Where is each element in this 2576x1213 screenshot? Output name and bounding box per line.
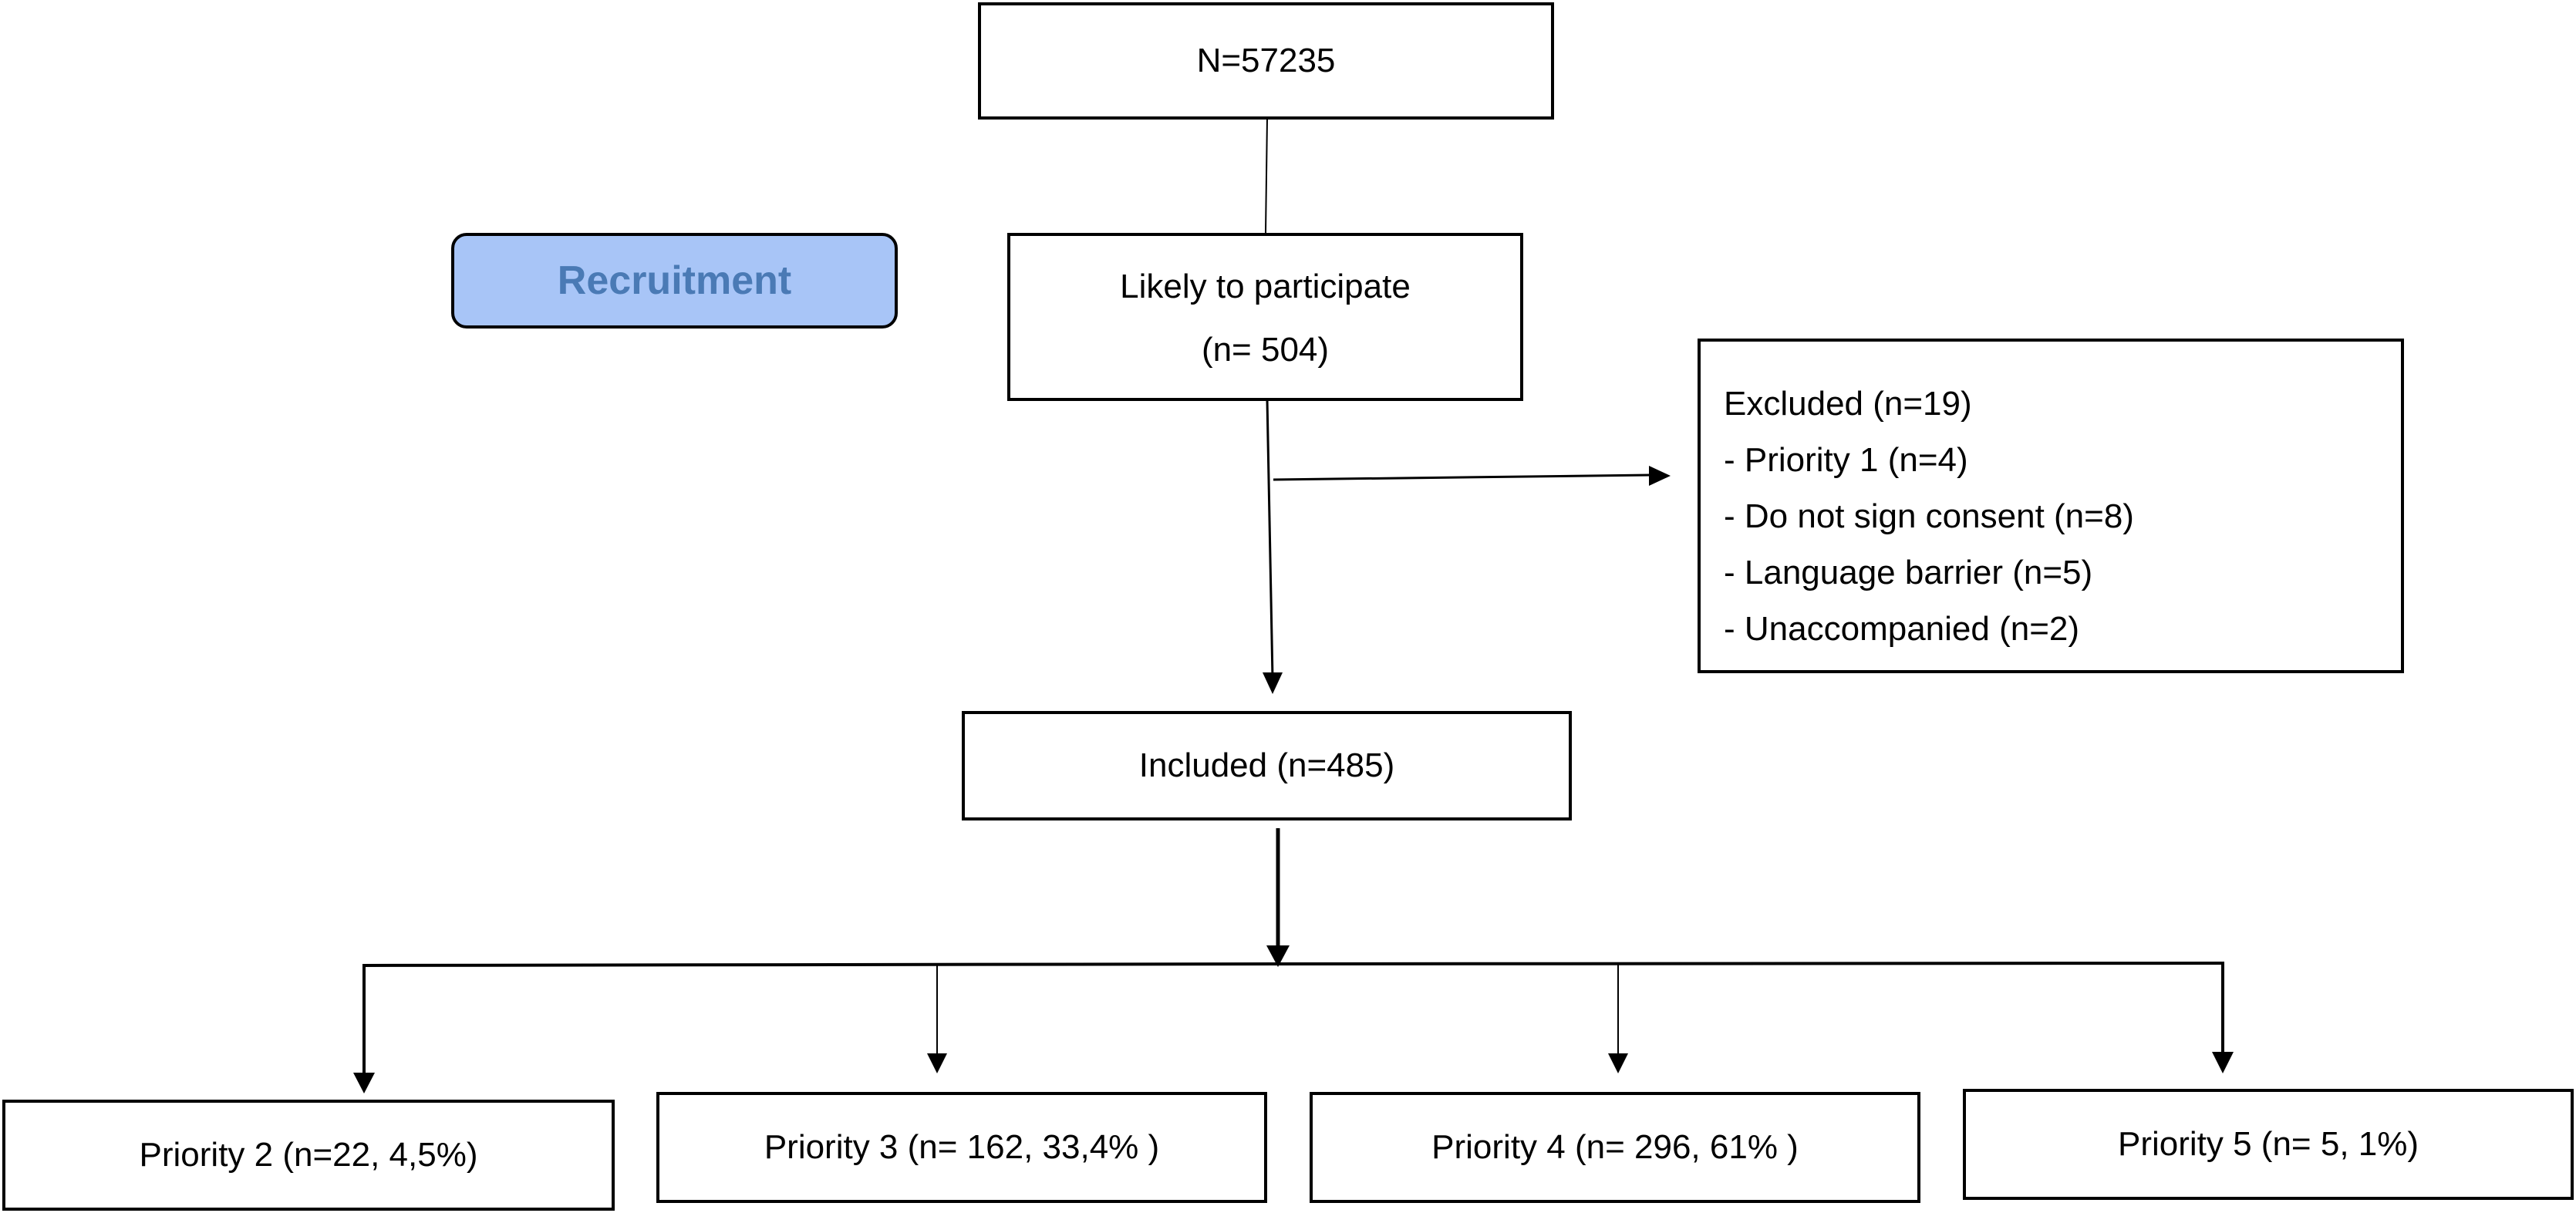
priority-4-box: Priority 4 (n= 296, 61% ) [1310,1092,1920,1203]
priority-2-box: Priority 2 (n=22, 4,5%) [2,1100,615,1211]
excluded-item: - Unaccompanied (n=2) [1724,610,2080,648]
likely-count: (n= 504) [1201,331,1330,369]
arrow-to-split [1266,945,1290,967]
arrow-to-included [1263,672,1283,694]
arrow-to-excluded [1649,466,1671,486]
connector-total-to-likely [1265,117,1268,234]
arrow-priority-4 [1608,1053,1628,1073]
connector-to-excluded [1273,473,1651,481]
excluded-item: - Priority 1 (n=4) [1724,441,1968,479]
included-box: Included (n=485) [962,711,1572,820]
total-box: N=57235 [978,2,1554,120]
priority-5-box: Priority 5 (n= 5, 1%) [1963,1089,2574,1200]
priority-3-box: Priority 3 (n= 162, 33,4% ) [656,1092,1267,1203]
included-label: Included (n=485) [1138,746,1395,784]
connector-likely-to-included [1266,399,1274,679]
arrow-priority-5 [2212,1052,2234,1073]
priority-5-label: Priority 5 (n= 5, 1%) [2117,1125,2419,1163]
priority-4-label: Priority 4 (n= 296, 61% ) [1431,1128,1799,1166]
priority-3-label: Priority 3 (n= 162, 33,4% ) [764,1128,1160,1166]
priority-2-label: Priority 2 (n=22, 4,5%) [139,1136,478,1174]
arrow-priority-3 [927,1053,947,1073]
total-label: N=57235 [1196,42,1336,79]
recruitment-label: Recruitment [557,258,792,303]
arrow-priority-2 [353,1073,375,1093]
excluded-item: - Do not sign consent (n=8) [1724,497,2134,535]
split-line-right [1276,962,2225,965]
excluded-box: Excluded (n=19) - Priority 1 (n=4) - Do … [1698,339,2404,673]
recruitment-label-box: Recruitment [451,233,898,329]
excluded-title: Excluded (n=19) [1724,385,1972,423]
likely-box: Likely to participate (n= 504) [1007,233,1523,401]
likely-label: Likely to participate [1120,268,1411,305]
excluded-item: - Language barrier (n=5) [1724,554,2093,591]
split-line-left [362,962,1281,967]
